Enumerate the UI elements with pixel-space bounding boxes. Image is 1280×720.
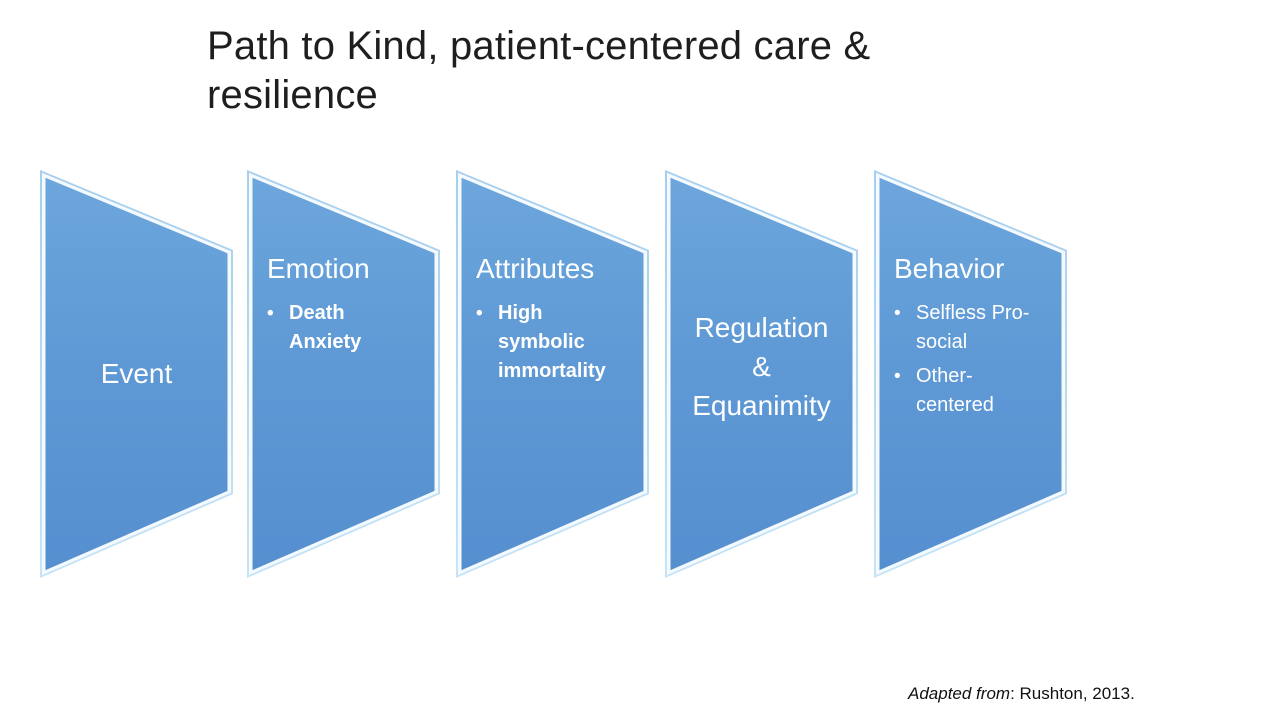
citation: Adapted from: Rushton, 2013. <box>908 684 1248 704</box>
step-label-line-3: Equanimity <box>692 390 831 421</box>
step-label: Attributes <box>476 253 595 284</box>
bullet-text: Selfless Pro-social <box>916 302 1030 353</box>
list-item: • Selfless Pro-social <box>894 299 1059 357</box>
bullet-icon: • <box>476 303 483 324</box>
bullet-list: • High symbolic immortality <box>476 299 641 386</box>
citation-source: : Rushton, 2013. <box>1010 684 1135 703</box>
step-label: Emotion <box>267 253 370 284</box>
step-label-line-2: & <box>752 351 771 382</box>
slide-title-line-2: resilience <box>207 73 378 117</box>
bullet-icon: • <box>894 366 901 387</box>
bullet-list: • Death Anxiety <box>267 299 432 357</box>
process-step-attributes: Attributes • High symbolic immortality <box>456 170 649 578</box>
beveled-panel-shape <box>247 170 440 578</box>
step-label-line-1: Regulation <box>694 312 829 343</box>
step-label: Behavior <box>894 253 1005 284</box>
list-item: • Death Anxiety <box>267 299 432 357</box>
bullet-list: • Selfless Pro-social • Other-centered <box>894 299 1059 420</box>
bullet-text: Death Anxiety <box>289 302 362 353</box>
process-step-event: Event <box>40 170 233 578</box>
slide-title-line-1: Path to Kind, patient-centered care & <box>207 24 871 68</box>
citation-prefix: Adapted from <box>908 684 1011 703</box>
step-label: Regulation & Equanimity <box>665 308 858 425</box>
process-step-regulation-equanimity: Regulation & Equanimity <box>665 170 858 578</box>
bullet-text: High symbolic immortality <box>498 302 606 382</box>
bullet-icon: • <box>894 303 901 324</box>
slide-title: Path to Kind, patient-centered care & re… <box>207 22 1127 120</box>
bullet-text: Other-centered <box>916 365 994 416</box>
list-item: • Other-centered <box>894 362 1059 420</box>
list-item: • High symbolic immortality <box>476 299 641 386</box>
step-label: Event <box>100 358 173 389</box>
process-step-behavior: Behavior • Selfless Pro-social • Other-c… <box>874 170 1067 578</box>
bullet-icon: • <box>267 303 274 324</box>
process-step-emotion: Emotion • Death Anxiety <box>247 170 440 578</box>
